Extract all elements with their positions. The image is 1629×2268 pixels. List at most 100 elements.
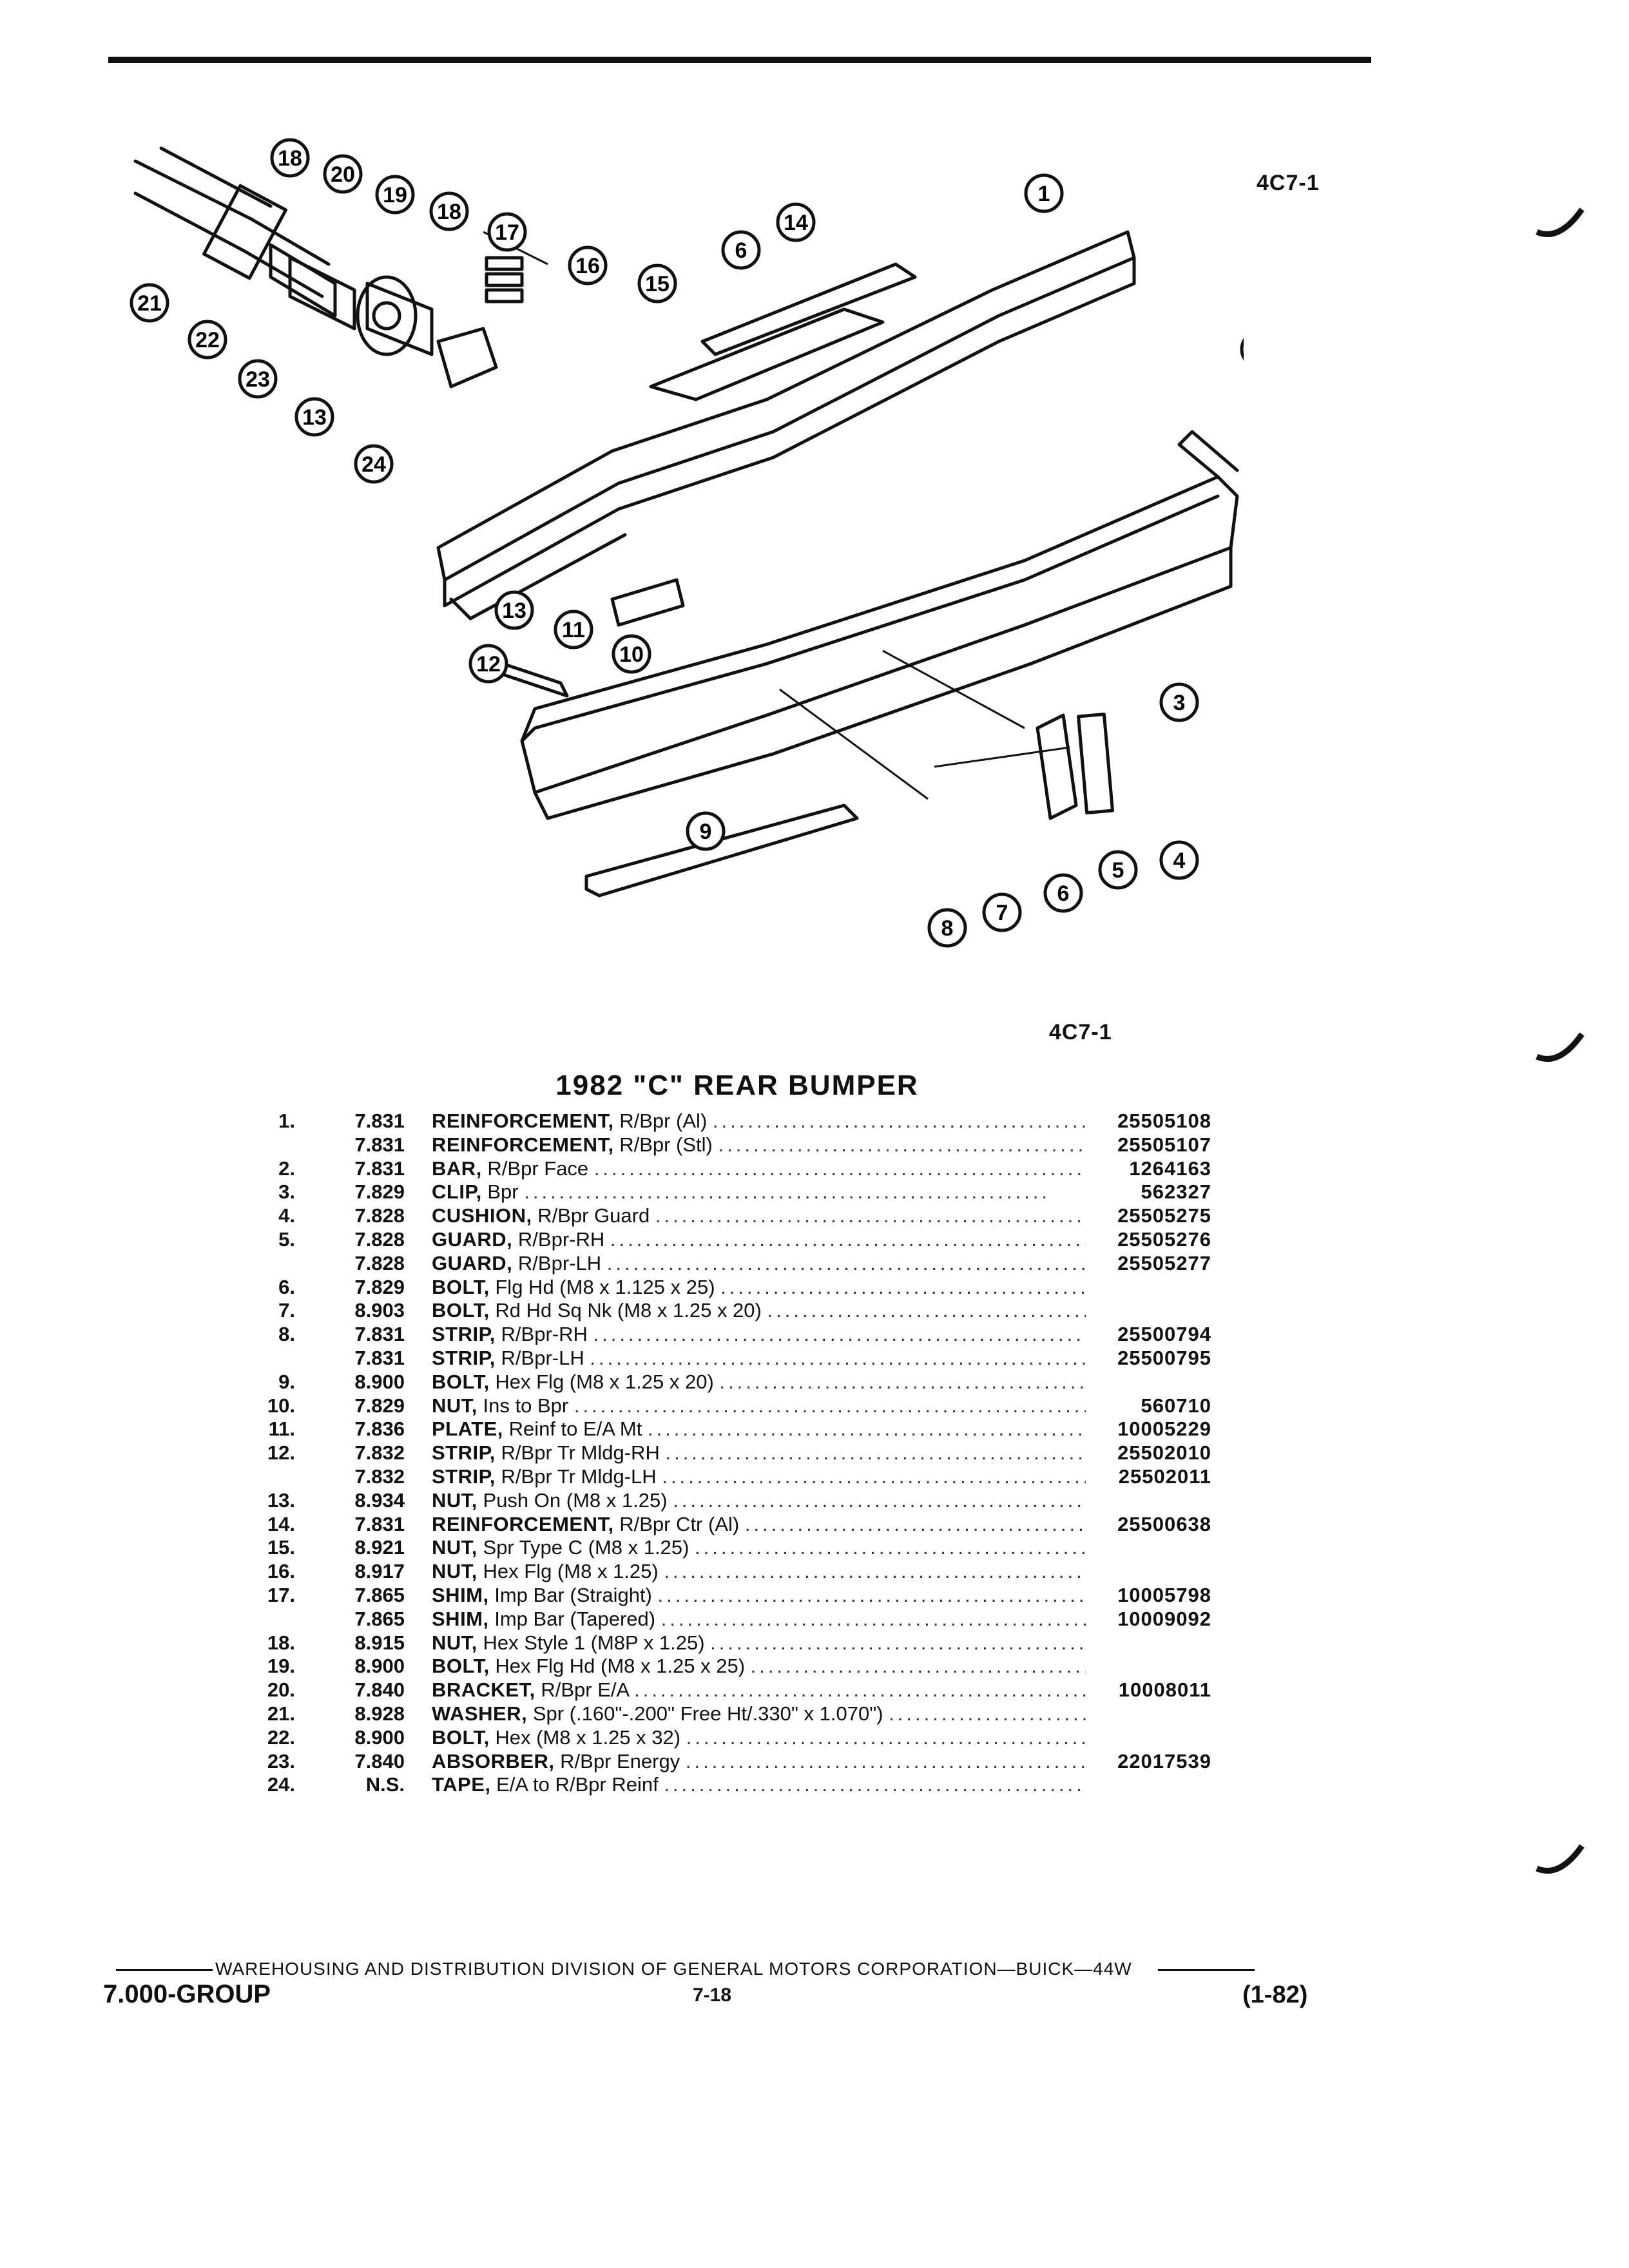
reinforcement-plate (610, 578, 685, 627)
group-number: 7.832 (354, 1441, 405, 1465)
group-number: 8.900 (354, 1725, 405, 1749)
svg-text:6: 6 (735, 238, 747, 263)
part-name: STRIP, (432, 1323, 496, 1346)
part-name: STRIP, (432, 1441, 496, 1465)
leader-dots: ........................................… (657, 1583, 1086, 1606)
group-number: 7.865 (354, 1607, 405, 1630)
part-name: REINFORCEMENT, (432, 1110, 614, 1132)
callout-22: 22 (188, 320, 227, 360)
part-description: WASHER, Spr (.160"-.200" Free Ht/.330" x… (432, 1702, 1086, 1726)
callout-18b: 18 (429, 191, 469, 231)
group-number: 7.831 (354, 1110, 405, 1132)
item-number: 12. (267, 1441, 295, 1465)
svg-text:11: 11 (562, 618, 585, 642)
part-description: CLIP, Bpr ..............................… (432, 1180, 1086, 1204)
part-number: 25500795 (1117, 1346, 1211, 1369)
svg-text:3: 3 (1173, 691, 1186, 715)
part-description: BOLT, Hex (M8 x 1.25 x 32) .............… (432, 1726, 1086, 1750)
part-number: 10008011 (1118, 1678, 1211, 1702)
part-detail: R/Bpr-RH (517, 1227, 605, 1251)
leader-dots: ........................................… (660, 1607, 1086, 1630)
parts-row: 22. 8.900 BOLT, Hex (M8 x 1.25 x 32) .....… (245, 1726, 1218, 1750)
part-number: 25505277 (1117, 1251, 1211, 1274)
item-number: 9. (278, 1370, 295, 1393)
footer-page-number: 7-18 (693, 1984, 732, 2006)
part-name: STRIP, (432, 1346, 496, 1369)
part-name: CLIP, (432, 1180, 482, 1204)
part-number: 25505107 (1117, 1133, 1211, 1156)
part-detail: R/Bpr-LH (501, 1346, 584, 1369)
group-number: 7.865 (354, 1583, 405, 1606)
footer-division-line: WAREHOUSING AND DISTRIBUTION DIVISION OF… (116, 1959, 1255, 1979)
part-detail: Hex Style 1 (M8P x 1.25) (483, 1631, 705, 1654)
callout-7: 7 (982, 892, 1022, 932)
item-number: 22. (267, 1725, 295, 1749)
part-description: BOLT, Hex Flg (M8 x 1.25 x 20) .........… (432, 1370, 1086, 1394)
svg-text:14: 14 (784, 211, 808, 235)
part-description: STRIP, R/Bpr-RH ........................… (432, 1323, 1086, 1347)
callout-6a: 6 (1043, 873, 1083, 913)
part-name: NUT, (432, 1560, 477, 1583)
part-description: REINFORCEMENT, R/Bpr (Stl) .............… (432, 1133, 1086, 1157)
item-number: 21. (267, 1702, 295, 1725)
svg-text:24: 24 (361, 452, 386, 477)
part-detail: Flg Hd (M8 x 1.125 x 25) (495, 1275, 715, 1298)
part-name: TAPE, (432, 1773, 491, 1796)
svg-text:19: 19 (383, 183, 407, 207)
callout-4: 4 (1159, 840, 1199, 880)
part-description: BAR, R/Bpr Face ........................… (432, 1157, 1086, 1181)
svg-text:17: 17 (495, 220, 519, 245)
part-name: ABSORBER, (432, 1749, 555, 1773)
figure-code-bottom: 4C7-1 (1049, 1020, 1112, 1044)
callout-2: 2 (1240, 338, 1244, 361)
leader-dots: ........................................… (710, 1631, 1086, 1654)
svg-text:13: 13 (502, 599, 526, 623)
svg-text:18: 18 (278, 146, 302, 171)
part-detail: Ins to Bpr (483, 1394, 569, 1417)
part-detail: R/Bpr Guard (537, 1204, 650, 1227)
part-name: BRACKET, (432, 1678, 535, 1702)
group-number: 7.831 (354, 1346, 405, 1369)
item-number: 18. (267, 1631, 295, 1654)
group-number: N.S. (365, 1773, 405, 1796)
svg-text:13: 13 (302, 405, 327, 430)
leader-dots: ........................................… (720, 1275, 1086, 1298)
part-description: CUSHION, R/Bpr Guard ...................… (432, 1204, 1086, 1228)
callout-5: 5 (1098, 850, 1138, 890)
svg-text:21: 21 (137, 291, 162, 316)
svg-text:6: 6 (1057, 881, 1070, 906)
leader-dots: ........................................… (610, 1227, 1086, 1251)
part-detail: R/Bpr Tr Mldg-LH (501, 1465, 657, 1488)
part-number: 10005798 (1117, 1583, 1211, 1606)
group-number: 7.831 (354, 1323, 405, 1346)
svg-text:8: 8 (941, 916, 954, 941)
part-number: 22017539 (1117, 1749, 1211, 1773)
callout-18a: 18 (270, 138, 310, 178)
svg-text:18: 18 (437, 200, 461, 224)
group-number: 8.917 (354, 1560, 405, 1583)
callout-3: 3 (1159, 682, 1199, 722)
part-description: ABSORBER, R/Bpr Energy .................… (432, 1750, 1086, 1774)
callout-10: 10 (612, 634, 651, 674)
item-number: 14. (267, 1512, 295, 1535)
leader-dots: ........................................… (685, 1749, 1086, 1773)
callout-19: 19 (375, 175, 415, 215)
part-detail: Hex (M8 x 1.25 x 32) (495, 1725, 681, 1749)
leader-dots: ........................................… (655, 1204, 1086, 1227)
frame-rail (133, 146, 337, 318)
callout-1: 1 (1024, 173, 1064, 213)
leader-dots: ........................................… (744, 1512, 1086, 1535)
callout-17: 17 (487, 212, 527, 252)
part-detail: R/Bpr-RH (501, 1323, 588, 1346)
group-number: 7.829 (354, 1394, 405, 1417)
part-detail: Spr (.160"-.200" Free Ht/.330" x 1.070") (532, 1702, 883, 1725)
svg-text:12: 12 (476, 652, 501, 677)
part-name: BOLT, (432, 1725, 490, 1749)
